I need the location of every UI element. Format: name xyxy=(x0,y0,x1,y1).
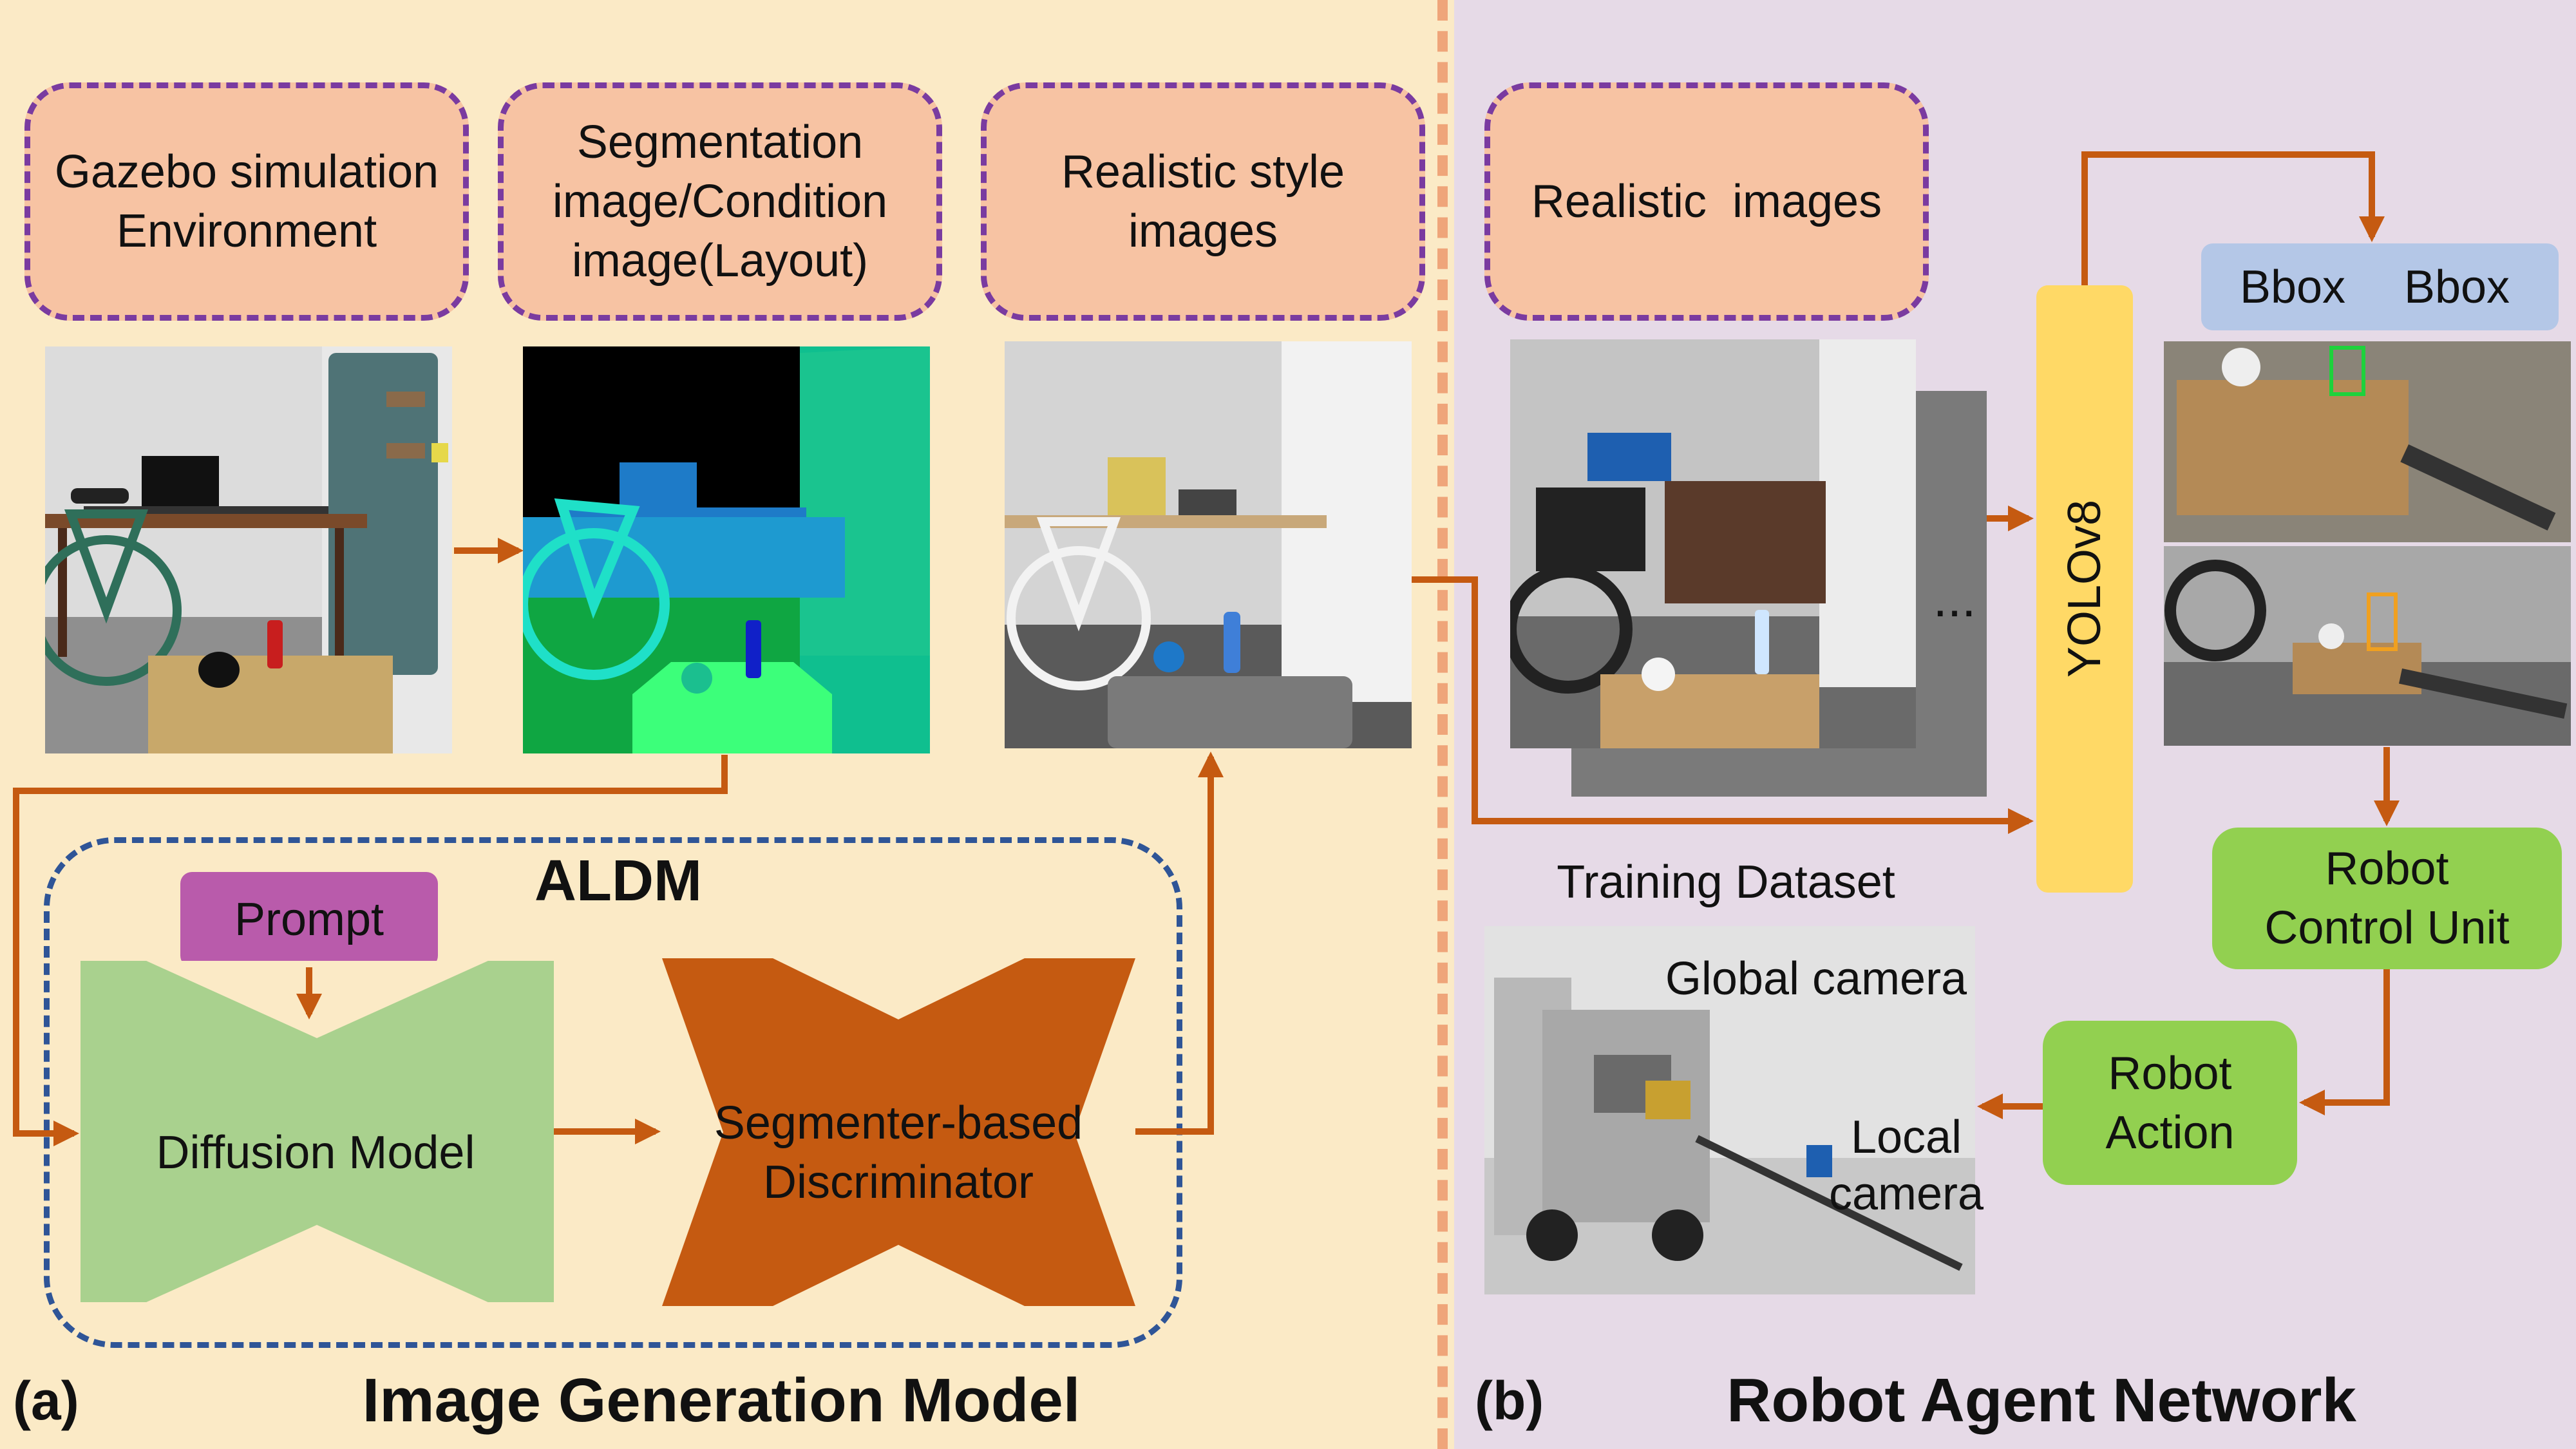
realistic-dataset-image xyxy=(1510,339,1916,748)
panel-b-tag: (b) xyxy=(1475,1370,1544,1431)
diffusion-model-shape xyxy=(80,961,554,1302)
robot-control-unit-box: Robot Control Unit xyxy=(2212,828,2562,969)
gazebo-box: Gazebo simulation Environment xyxy=(24,82,469,321)
arrow-control-to-action xyxy=(2299,969,2390,1115)
panel-divider xyxy=(1437,0,1448,1449)
segmentation-box: Segmentation image/Condition image(Layou… xyxy=(498,82,942,321)
realistic-style-box: Realistic style images xyxy=(981,82,1425,321)
gazebo-simulation-image xyxy=(45,346,452,753)
discriminator-shape xyxy=(662,958,1135,1306)
realistic-images-label: Realistic images xyxy=(1531,176,1882,227)
discriminator-label: Segmenter-based Discriminator xyxy=(714,1097,1083,1208)
panel-a-title: Image Generation Model xyxy=(362,1366,1081,1435)
bbox-box xyxy=(2201,243,2559,330)
diffusion-model-label: Diffusion Model xyxy=(156,1127,475,1179)
gazebo-label: Gazebo simulation Environment xyxy=(54,146,439,257)
bbox-label-right: Bbox xyxy=(2403,261,2510,313)
arrow-disc-to-realistic xyxy=(1135,752,1224,1135)
panel-b-title: Robot Agent Network xyxy=(1727,1366,2356,1435)
realistic-style-image xyxy=(1005,341,1412,748)
segmentation-image xyxy=(523,346,930,753)
dataset-ellipsis: ... xyxy=(1933,570,1976,627)
detection-image-top xyxy=(2164,341,2571,542)
panel-a-tag: (a) xyxy=(13,1370,79,1431)
discriminator-top-notch xyxy=(773,958,1025,1306)
global-camera-label: Global camera xyxy=(1665,953,1967,1005)
realistic-images-box: Realistic images xyxy=(1484,82,1929,321)
bbox-label-left: Bbox xyxy=(2239,261,2346,313)
training-dataset-label: Training Dataset xyxy=(1557,857,1895,908)
aldm-title: ALDM xyxy=(535,848,702,913)
robot-control-unit-label: Robot Control Unit xyxy=(2264,843,2510,954)
aldm-container xyxy=(44,837,1182,1348)
robot-photo xyxy=(1484,926,1975,1294)
segmentation-label: Segmentation image/Condition image(Layou… xyxy=(552,117,888,287)
detection-image-bottom xyxy=(2164,546,2571,746)
arrow-yolo-to-bbox xyxy=(2081,151,2385,285)
arrow-realistic-to-yolo xyxy=(1412,576,2034,834)
robot-action-label: Robot Action xyxy=(2105,1047,2235,1159)
realistic-style-label: Realistic style images xyxy=(1061,146,1345,257)
prompt-box: Prompt xyxy=(180,872,438,967)
robot-action-box: Robot Action xyxy=(2043,1021,2297,1185)
local-camera-label: Local camera xyxy=(1828,1112,1984,1220)
prompt-label: Prompt xyxy=(234,894,384,945)
yolo-box xyxy=(2036,285,2133,893)
arrow-seg-to-diffusion xyxy=(13,755,728,1146)
